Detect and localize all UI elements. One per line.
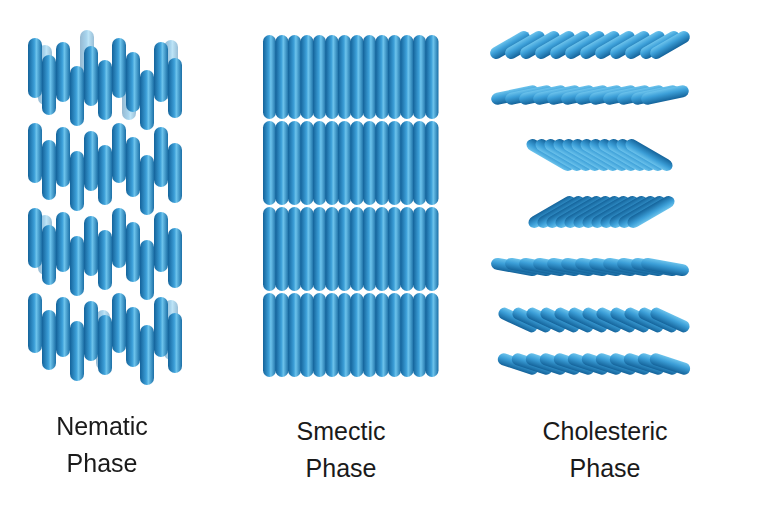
phase-label: Cholesteric Phase [530,413,680,487]
cholesteric-rods [488,29,692,376]
phase-label: Smectic Phase [275,413,407,487]
nematic-rods [28,30,182,385]
smectic-rods [263,35,439,377]
phase-label: Nematic Phase [36,408,168,482]
